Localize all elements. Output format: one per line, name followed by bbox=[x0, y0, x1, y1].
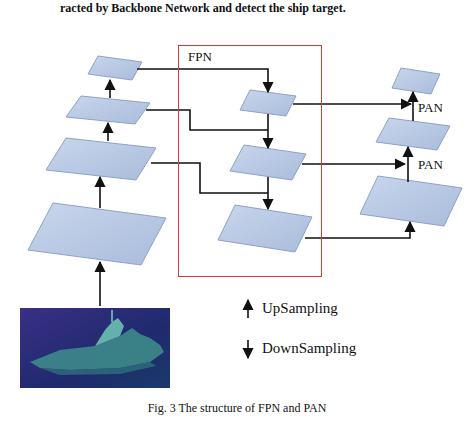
ship-image bbox=[20, 308, 170, 388]
figure-caption: Fig. 3 The structure of FPN and PAN bbox=[0, 402, 474, 416]
region-label: FPN bbox=[188, 49, 212, 65]
legend-text: DownSampling bbox=[262, 340, 356, 357]
legend-text: UpSampling bbox=[262, 300, 338, 317]
pan-label: PAN bbox=[418, 158, 443, 173]
flow-lines bbox=[100, 69, 413, 306]
pan-label: PAN bbox=[418, 101, 443, 116]
legend-arrows bbox=[247, 300, 249, 358]
body-text-fragment: racted by Backbone Network and detect th… bbox=[60, 2, 346, 16]
fpn-region: FPN bbox=[178, 45, 322, 277]
feature-maps bbox=[28, 56, 462, 265]
